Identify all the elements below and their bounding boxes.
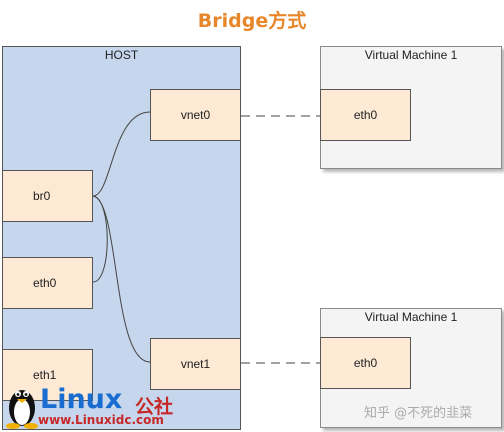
vm-label-top: Virtual Machine 1 [364,48,458,62]
host-label: HOST [104,48,139,62]
vm-panel-top [320,46,502,169]
node-vnet1: vnet1 [150,338,241,390]
node-br0: br0 [2,170,93,222]
vm-label-bottom: Virtual Machine 1 [364,310,458,324]
logo-url: www.Linuxidc.com [38,413,164,427]
vm-bottom-eth0: eth0 [320,337,411,389]
vm-top-eth0: eth0 [320,89,411,141]
vm-panel-bottom [320,308,502,428]
node-eth1-label: eth1 [33,368,57,382]
link-br0-eth0 [92,195,108,283]
node-eth0: eth0 [2,257,93,309]
logo-linux-text: Linux [40,384,123,415]
logo-gongshe-text: 公社 [135,396,174,418]
tux-penguin-icon [6,390,38,429]
vm-bottom-eth0-label: eth0 [353,356,378,370]
node-br0-label: br0 [33,189,51,203]
link-br0-vnet0 [92,111,151,197]
node-vnet0-label: vnet0 [180,108,211,122]
vm-top-eth0-label: eth0 [353,108,378,122]
node-eth0-label: eth0 [33,276,57,290]
node-vnet0: vnet0 [150,89,241,141]
node-vnet1-label: vnet1 [180,357,211,371]
zhihu-watermark: 知乎 @不死的韭菜 [364,406,473,421]
diagram-title: Bridge方式 [197,10,307,32]
link-br0-vnet1 [92,195,151,363]
